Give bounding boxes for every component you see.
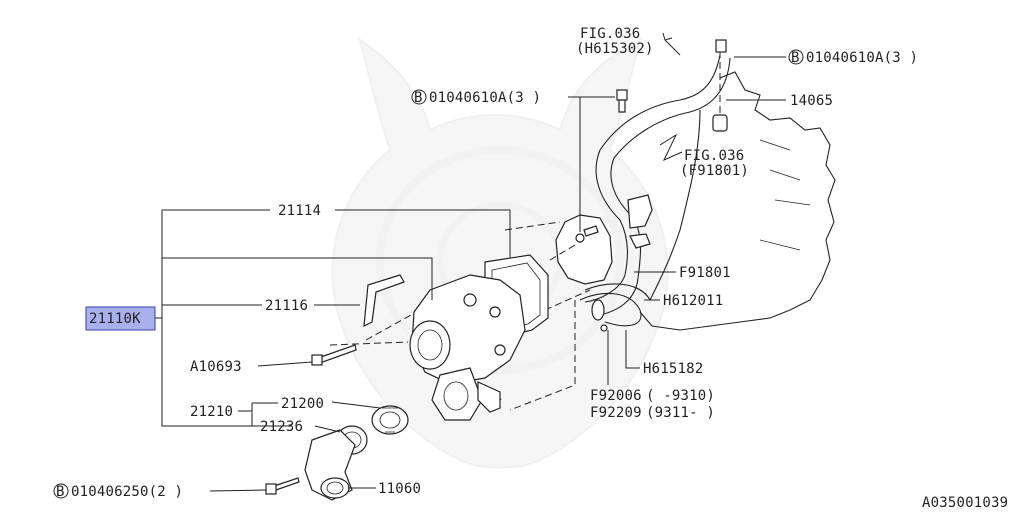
part-label-21210[interactable]: 21210 (190, 404, 233, 420)
bolt-code-top-mid[interactable]: 01040610A(3 ) (429, 90, 541, 106)
bolt-hardware (265, 89, 628, 495)
lower-hose (579, 283, 651, 332)
part-label-h615182[interactable]: H615182 (643, 361, 703, 377)
part-label-f92209[interactable]: F92209 (590, 405, 642, 421)
b-marker-top-right (788, 49, 804, 65)
part-label-f92006[interactable]: F92006 (590, 388, 642, 404)
fig-ref-top[interactable]: FIG.036 (580, 26, 640, 42)
part-highlight-box (85, 306, 156, 331)
part-label-f91801[interactable]: F91801 (679, 265, 731, 281)
part-label-11060[interactable]: 11060 (378, 481, 421, 497)
thermostat-cover (304, 429, 356, 501)
gasket-part (363, 274, 405, 328)
part-label-21200[interactable]: 21200 (281, 396, 324, 412)
part-label-21236[interactable]: 21236 (260, 419, 303, 435)
b-marker-bottom-left-letter[interactable]: B (56, 484, 65, 500)
fig-ref-mid-code[interactable]: (F91801) (680, 163, 749, 179)
water-pump-body (409, 274, 526, 421)
diagram-id: A035001039 (922, 495, 1008, 511)
b-marker-bottom-left (53, 483, 69, 499)
bolt-code-top-right[interactable]: 01040610A(3 ) (806, 50, 918, 66)
part-label-21116[interactable]: 21116 (265, 298, 308, 314)
b-marker-group (53, 49, 804, 499)
part-label-a10693[interactable]: A10693 (190, 359, 242, 375)
fig-ref-mid[interactable]: FIG.036 (684, 148, 744, 164)
part-label-f92209-range: (9311- ) (646, 405, 715, 421)
leader-lines (155, 32, 786, 492)
b-marker-top-right-letter[interactable]: B (791, 50, 800, 66)
bolt-code-bottom-left[interactable]: 010406250(2 ) (71, 484, 183, 500)
part-label-21114[interactable]: 21114 (278, 203, 321, 219)
hose-bracket (627, 194, 653, 249)
coolant-pipe (584, 39, 731, 317)
part-label-h612011[interactable]: H612011 (663, 293, 723, 309)
part-label-14065[interactable]: 14065 (790, 93, 833, 109)
b-marker-top-mid-letter[interactable]: B (414, 90, 423, 106)
engine-block-outline (639, 71, 836, 331)
b-marker-top-mid (411, 89, 427, 105)
part-label-21110k[interactable]: 21110K (89, 311, 141, 327)
fig-ref-top-code[interactable]: (H615302) (576, 41, 654, 57)
assembly-lines (329, 221, 591, 411)
part-label-f92006-range: ( -9310) (646, 388, 715, 404)
